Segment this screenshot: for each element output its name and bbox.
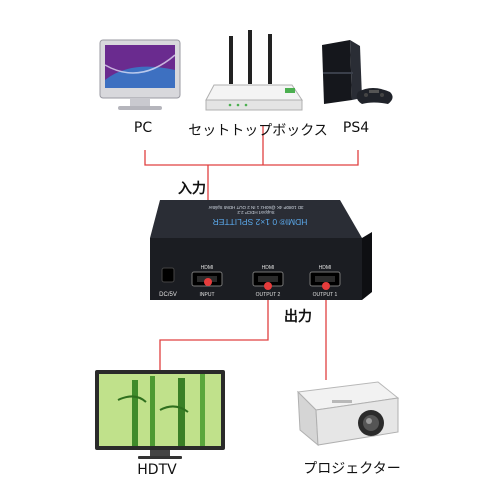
television-icon xyxy=(95,370,225,459)
desktop-monitor-icon xyxy=(99,39,181,110)
port-badge-input: HDMI xyxy=(201,265,214,271)
hdtv-label: HDTV xyxy=(137,462,177,478)
port-badge-output-1: HDMI xyxy=(319,265,332,271)
projector-label: プロジェクター xyxy=(303,461,401,477)
game-console-icon xyxy=(322,40,393,104)
splitter-subtitle-2: Support HDCP 2.2 xyxy=(237,210,275,215)
power-label: DC/5V xyxy=(159,292,177,298)
input-flow-label: 入力 xyxy=(178,181,206,197)
port-badge-output-2: HDMI xyxy=(262,265,275,271)
hdmi-splitter-device: HDMI® 0 1×2 SPLITTER 3D 1080P 4K @60Hz 1… xyxy=(150,200,372,300)
port-label-output-1: OUTPUT 1 xyxy=(313,292,338,298)
router-icon xyxy=(205,30,303,111)
settop-box-label: セットトップボックス xyxy=(188,123,328,139)
splitter-title: HDMI® 0 1×2 SPLITTER xyxy=(213,217,308,227)
ps4-label: PS4 xyxy=(342,120,370,136)
splitter-subtitle-1: 3D 1080P 4K @60Hz 1 IN 2 OUT HDMI Splitt… xyxy=(208,205,303,210)
connection-dots xyxy=(204,278,330,290)
port-label-input: INPUT xyxy=(200,292,215,298)
output-flow-label: 出力 xyxy=(284,309,312,325)
port-label-output-2: OUTPUT 2 xyxy=(256,292,281,298)
projector-icon xyxy=(296,381,400,447)
pc-label: PC xyxy=(133,120,153,136)
hdmi-port-output-2 xyxy=(252,271,284,287)
